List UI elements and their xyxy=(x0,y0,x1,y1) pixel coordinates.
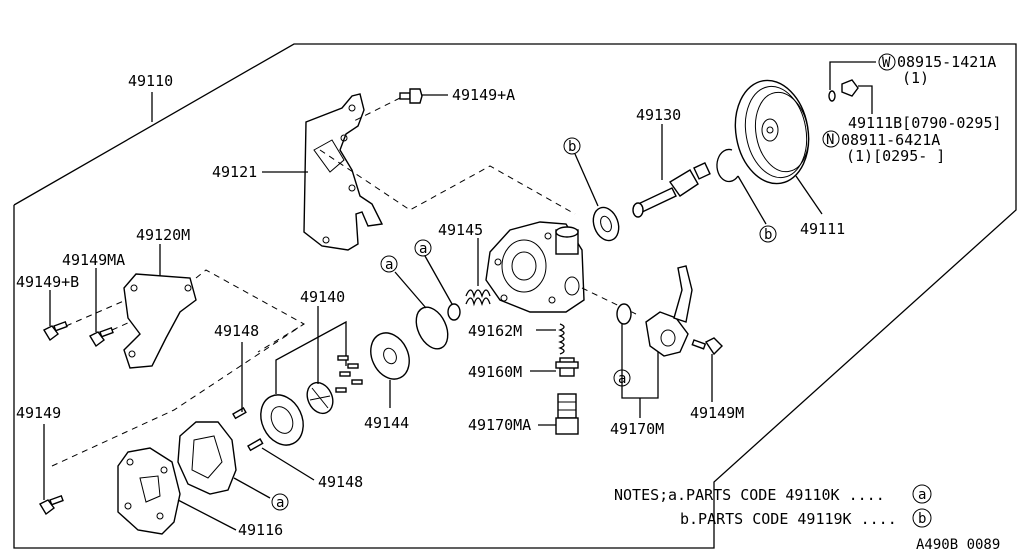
marker-a-1: a xyxy=(380,255,398,273)
label-nut-code: 08911-6421A xyxy=(841,131,940,149)
label-49149m: 49149M xyxy=(690,404,744,422)
marker-a-3: a xyxy=(271,493,289,511)
notes-mark-b-circle xyxy=(912,508,932,528)
label-49160m: 49160M xyxy=(468,363,522,381)
o-ring-small xyxy=(447,303,461,321)
label-49120m: 49120M xyxy=(136,226,190,244)
label-49144: 49144 xyxy=(364,414,409,432)
label-49148-lower: 49148 xyxy=(318,473,363,491)
svg-text:a: a xyxy=(618,371,626,387)
label-washer-code: 08915-1421A xyxy=(897,53,996,71)
pulley-49111 xyxy=(734,79,810,185)
o-ring-outlet xyxy=(616,303,632,325)
fitting-49170ma xyxy=(555,393,579,435)
label-49111: 49111 xyxy=(800,220,845,238)
rear-housing-49116 xyxy=(117,447,181,535)
label-nut-range: (1)[0295- ] xyxy=(846,147,945,165)
notes-mark-a: a xyxy=(918,487,926,503)
diagram-id: A490B 0089 xyxy=(916,537,1000,553)
gasket xyxy=(177,421,237,495)
cam-ring xyxy=(260,394,304,446)
label-49111b: 49111B[0790-0295] xyxy=(848,114,1002,132)
spring-49145 xyxy=(465,289,491,307)
notes-line-b: b.PARTS CODE 49119K .... xyxy=(680,510,897,528)
bolt-49149ma xyxy=(89,326,114,348)
bolt-49149b xyxy=(43,320,68,342)
oil-seal xyxy=(592,206,620,242)
label-49116: 49116 xyxy=(238,521,283,539)
washer-icon xyxy=(828,90,836,102)
pump-body xyxy=(485,221,585,313)
label-49145: 49145 xyxy=(438,221,483,239)
marker-b-1: b xyxy=(563,137,581,155)
bracket-49121 xyxy=(303,93,384,251)
svg-text:a: a xyxy=(276,495,284,511)
bracket-49120m xyxy=(123,273,197,369)
label-49149b: 49149+B xyxy=(16,273,79,291)
svg-text:b: b xyxy=(568,139,576,155)
leader-49111 xyxy=(795,175,823,215)
leader-49148-lower xyxy=(261,447,315,481)
label-49170m: 49170M xyxy=(610,420,664,438)
label-49149a: 49149+A xyxy=(452,86,515,104)
w-marker-circle xyxy=(878,53,896,71)
pin-49148-lower xyxy=(247,438,264,452)
svg-text:a: a xyxy=(385,257,393,273)
notes-line-a: a.PARTS CODE 49110K .... xyxy=(668,486,885,504)
snap-ring xyxy=(716,148,739,183)
label-washer-qty: (1) xyxy=(902,69,929,87)
label-49149: 49149 xyxy=(16,404,61,422)
assembly-boundary xyxy=(13,43,1017,549)
w-marker: W xyxy=(882,55,891,71)
label-49149ma: 49149MA xyxy=(62,251,125,269)
svg-text:a: a xyxy=(419,241,427,257)
connector-49160m xyxy=(555,357,579,377)
nut-icon xyxy=(841,79,859,97)
marker-a-2: a xyxy=(414,239,432,257)
pressure-plate-49144 xyxy=(370,332,410,380)
label-49140: 49140 xyxy=(300,288,345,306)
label-49110: 49110 xyxy=(128,72,173,90)
bolt-49149m xyxy=(691,337,723,356)
label-49170ma: 49170MA xyxy=(468,416,531,434)
label-49162m: 49162M xyxy=(468,322,522,340)
notes-mark-a-circle xyxy=(912,484,932,504)
leader-49116 xyxy=(177,499,237,531)
spring-49162m xyxy=(558,323,565,355)
n-marker-circle xyxy=(822,130,840,148)
marker-b-2: b xyxy=(759,225,777,243)
bolt-49149a xyxy=(399,88,423,104)
o-ring-large xyxy=(415,306,449,350)
svg-text:b: b xyxy=(764,227,772,243)
marker-a-4: a xyxy=(613,369,631,387)
notes-title: NOTES; xyxy=(614,486,668,504)
label-49121: 49121 xyxy=(212,163,257,181)
notes-mark-b: b xyxy=(918,511,926,527)
label-49130: 49130 xyxy=(636,106,681,124)
rotor-49140 xyxy=(306,381,334,415)
shaft-49130 xyxy=(632,161,711,218)
bolt-49149 xyxy=(39,494,64,516)
pin-49148-upper xyxy=(232,407,247,420)
n-marker: N xyxy=(826,132,834,148)
outlet-tube-49170m xyxy=(645,265,693,357)
vanes xyxy=(335,355,363,393)
label-49148-upper: 49148 xyxy=(214,322,259,340)
